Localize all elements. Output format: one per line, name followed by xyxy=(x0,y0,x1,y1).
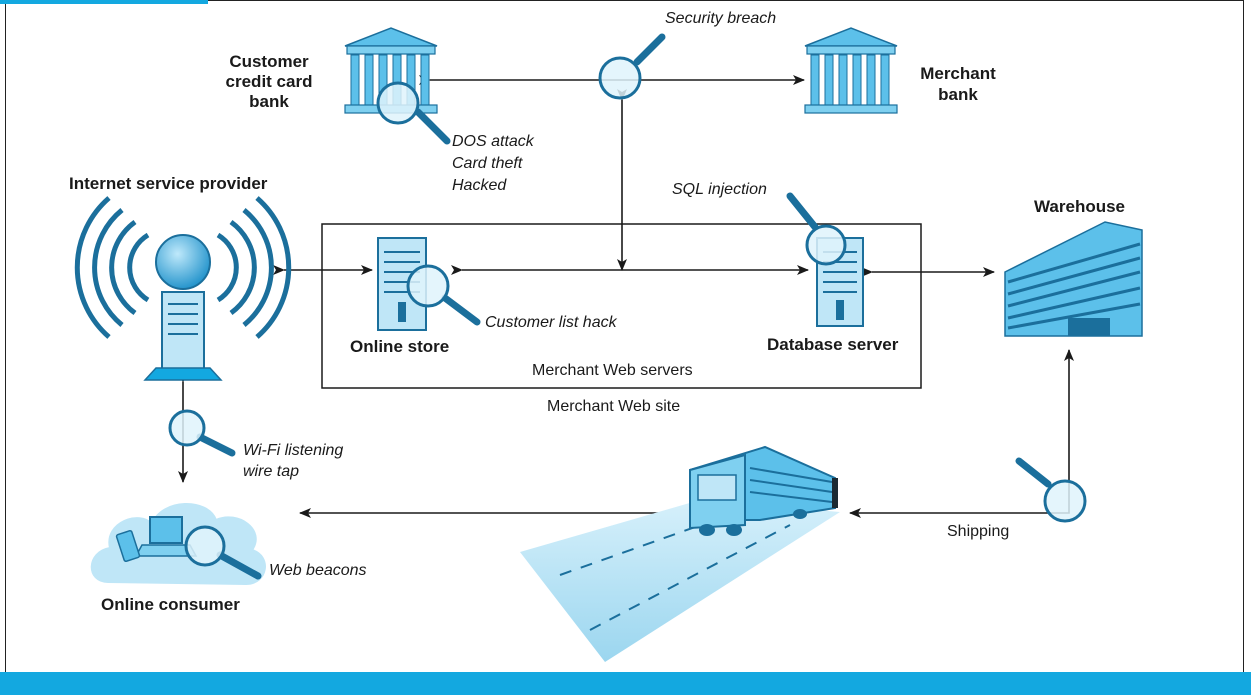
web-site-label: Merchant Web site xyxy=(547,398,681,415)
security-breach-label: Security breach xyxy=(665,10,777,27)
online-consumer-label: Online consumer xyxy=(101,595,240,614)
consumer-cloud-icon xyxy=(90,503,266,586)
wifi-label: Wi-Fi listening wire tap xyxy=(243,442,344,480)
road-icon xyxy=(520,500,840,662)
magnifier-icon xyxy=(184,525,262,580)
magnifier-icon xyxy=(406,264,481,326)
shipping-label: Shipping xyxy=(947,523,1010,540)
figure-border xyxy=(5,0,1244,672)
magnifier-icon xyxy=(1015,457,1087,523)
bank-icon xyxy=(804,27,898,114)
isp-tower-icon xyxy=(74,196,292,381)
top-accent-tab xyxy=(0,0,208,4)
truck-icon xyxy=(689,445,838,536)
web-servers-label: Merchant Web servers xyxy=(532,362,693,379)
footer-accent-bar xyxy=(0,672,1251,695)
warehouse-label: Warehouse xyxy=(1034,197,1126,216)
customer-bank-label: Customer credit card bank xyxy=(225,52,313,111)
magnifier-icon xyxy=(598,33,666,100)
customer-list-hack-label: Customer list hack xyxy=(485,314,617,331)
magnifier-icon xyxy=(376,81,451,145)
isp-label: Internet service provider xyxy=(69,174,268,193)
sql-injection-label: SQL injection xyxy=(672,181,767,198)
online-store-label: Online store xyxy=(350,337,450,356)
magnifier-icon xyxy=(168,409,236,457)
database-server-label: Database server xyxy=(767,335,899,354)
bank-attacks-label: DOS attack Card theft Hacked xyxy=(452,133,534,194)
magnifier-icon xyxy=(786,192,847,266)
web-beacons-label: Web beacons xyxy=(269,562,367,579)
warehouse-icon xyxy=(1004,221,1143,337)
merchant-bank-label: Merchant bank xyxy=(920,64,996,104)
